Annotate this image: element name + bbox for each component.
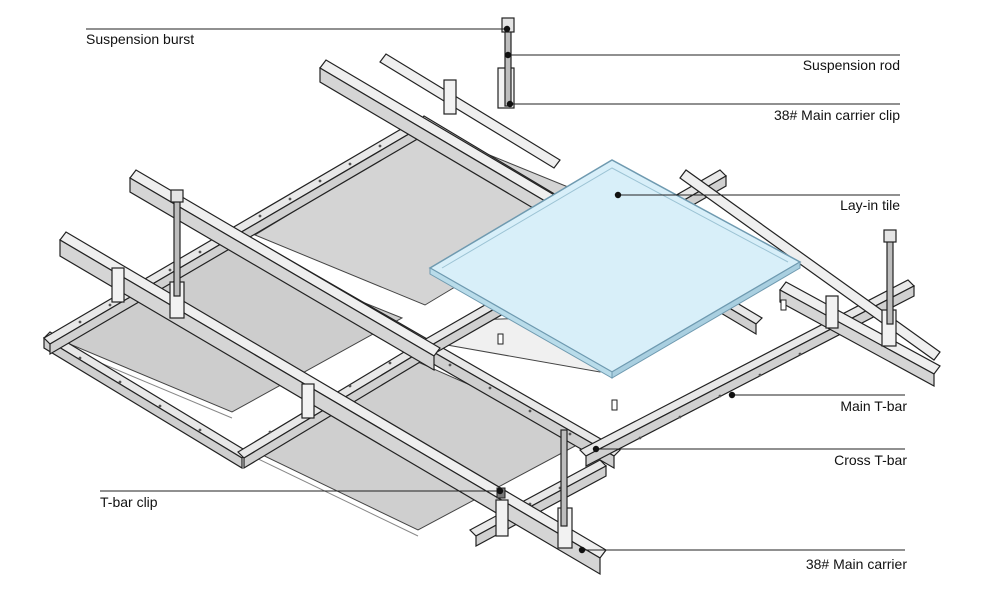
- main-carrier: [379, 53, 561, 169]
- suspension-bursts: [170, 17, 897, 243]
- t-bar-clip: [611, 399, 618, 411]
- lay-in-tile: [428, 159, 802, 379]
- suspension-burst: [170, 189, 184, 203]
- leader-dots: [496, 25, 736, 554]
- label-suspension-burst: Suspension burst: [86, 31, 195, 47]
- suspension-burst: [883, 229, 897, 243]
- main-carrier-clips: [111, 67, 897, 549]
- label-t-bar-clip: T-bar clip: [100, 494, 158, 510]
- main-t-bar: [43, 336, 243, 470]
- suspension-rod: [504, 29, 512, 107]
- leader-lines: [86, 28, 905, 551]
- main-carriers: [59, 53, 941, 576]
- t-bar-clip: [780, 299, 787, 311]
- label-suspension-rod: Suspension rod: [802, 57, 900, 73]
- label-lay-in-tile: Lay-in tile: [840, 197, 900, 213]
- main-carrier: [679, 169, 941, 361]
- suspension-rods: [173, 29, 894, 527]
- main-carrier-clip: [301, 383, 315, 419]
- t-bar-clip: [497, 333, 504, 345]
- main-carrier-clip: [825, 295, 839, 329]
- main-carrier: [129, 176, 435, 372]
- label-main-carrier-clip: 38# Main carrier clip: [773, 107, 900, 123]
- main-carrier-clip: [495, 499, 509, 537]
- main-carrier-clip: [111, 267, 125, 303]
- suspension-rod: [560, 429, 568, 527]
- suspension-rod: [886, 237, 894, 325]
- label-main-t-bar: Main T-bar: [840, 398, 907, 414]
- label-main-carrier: 38# Main carrier: [805, 556, 907, 572]
- suspension-rod: [173, 199, 181, 297]
- main-carrier-clip: [443, 79, 457, 115]
- label-cross-t-bar: Cross T-bar: [834, 452, 907, 468]
